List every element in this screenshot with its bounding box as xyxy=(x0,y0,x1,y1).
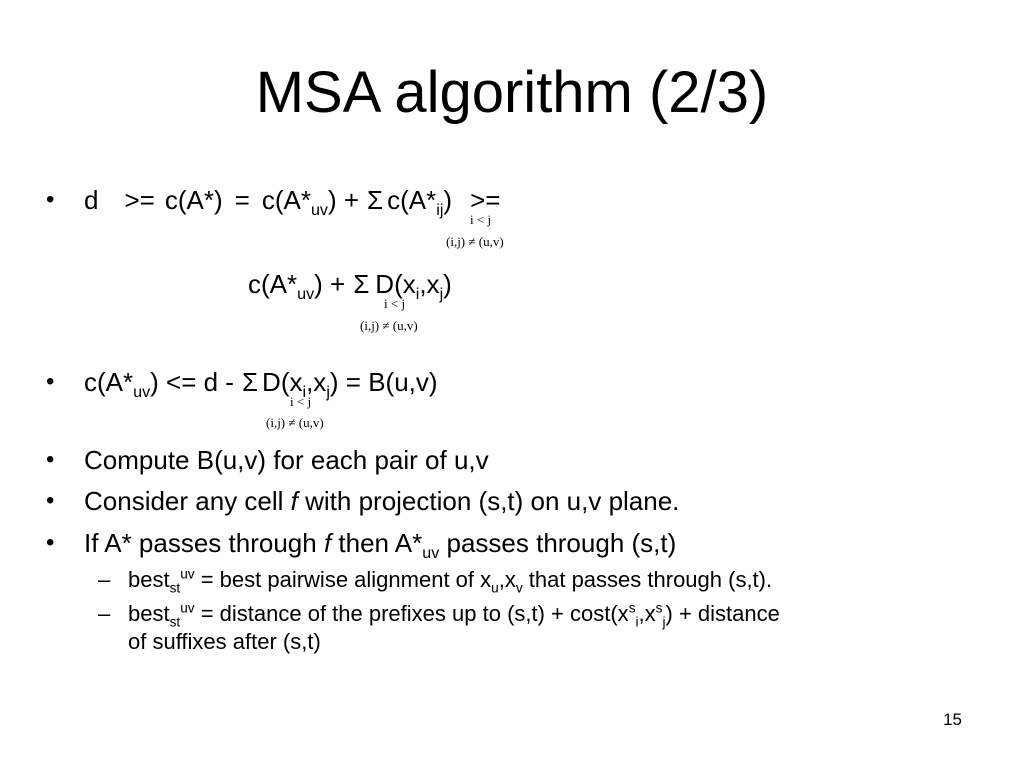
formula-rest: ) = B(u,v) xyxy=(329,367,438,397)
sub-bullet-2-text: ) + distance xyxy=(665,601,780,626)
bullet-5-text: passes through (s,t) xyxy=(439,528,677,558)
formula-distance: D(x xyxy=(262,367,303,397)
subscript-v: v xyxy=(515,580,523,596)
sigma-symbol: Σ xyxy=(241,367,259,397)
bullet-4-text: with projection (s,t) on u,v plane. xyxy=(297,486,680,516)
formula-cost-astar-uv: c(A* xyxy=(248,269,298,299)
sub-bullet-1-text: best xyxy=(128,567,170,592)
subscript-j: j xyxy=(326,383,330,402)
sigma-symbol: Σ xyxy=(353,269,370,299)
bullet-3: Compute B(u,v) for each pair of u,v xyxy=(84,445,489,475)
sub-bullet-2-text: best xyxy=(128,601,170,626)
formula-d: d xyxy=(84,185,99,215)
formula-cost-astar-uv: c(A* xyxy=(84,367,134,397)
subscript-i: i xyxy=(302,383,307,402)
bullet-marker: • xyxy=(46,529,55,556)
superscript-uv: uv xyxy=(180,600,195,616)
sub-bullet-2-text: = distance of the prefixes up to (s,t) +… xyxy=(194,601,629,626)
bullet-marker: • xyxy=(46,186,55,213)
subscript-uv: uv xyxy=(422,544,440,563)
sum-condition-ne: (i,j) ≠ (u,v) xyxy=(360,318,418,333)
sub-bullet-2-text: ,x xyxy=(638,601,656,626)
bullet-marker: • xyxy=(46,446,55,473)
bullet-5-text: If A* passes through xyxy=(84,528,324,558)
superscript-uv: uv xyxy=(180,566,195,582)
formula-ge: >= xyxy=(470,185,501,215)
formula-ge: >= xyxy=(124,185,155,215)
subscript-u: u xyxy=(491,580,499,596)
subscript-ij: ij xyxy=(436,201,444,220)
formula-plus: ) + xyxy=(327,185,360,215)
sub-bullet-1-text: ,x xyxy=(498,567,516,592)
formula-close: ) xyxy=(443,185,453,215)
subscript-i: i xyxy=(415,285,420,304)
bullet-marker: • xyxy=(46,487,55,514)
formula-cost-astar-ij: c(A* xyxy=(387,185,437,215)
sub-bullet-1: beststuv = best pairwise alignment of xu… xyxy=(128,566,773,596)
sum-condition-ne: (i,j) ≠ (u,v) xyxy=(446,234,504,249)
formula-comma: ,x xyxy=(306,367,327,397)
sub-bullet-1-text: that passes through (s,t). xyxy=(522,567,773,592)
formula-cost-astar: c(A*) xyxy=(164,185,223,215)
sum-condition-ij: i < j xyxy=(290,394,312,409)
formula-comma: ,x xyxy=(419,269,440,299)
bullet-4: Consider any cell f with projection (s,t… xyxy=(84,485,679,517)
superscript-s: s xyxy=(628,600,636,616)
formula-distance: D(x xyxy=(375,269,416,299)
formula-eq: = xyxy=(234,185,250,215)
cell-variable-f: f xyxy=(290,486,298,516)
page-number: 15 xyxy=(943,710,962,729)
sum-condition-ne: (i,j) ≠ (u,v) xyxy=(266,415,324,430)
slide-title: MSA algorithm (2/3) xyxy=(255,60,769,125)
subscript-j: j xyxy=(662,614,666,630)
subscript-uv: uv xyxy=(297,285,315,304)
sub-bullet-2-line-1: beststuv = distance of the prefixes up t… xyxy=(128,600,780,630)
formula-plus: ) + xyxy=(314,269,346,299)
subscript-uv: uv xyxy=(310,201,328,220)
formula-le: ) <= d - xyxy=(150,367,234,397)
sum-condition-ij: i < j xyxy=(384,296,406,311)
formula-close: ) xyxy=(443,269,452,299)
bullet-5-text: then A* xyxy=(331,528,423,558)
sigma-symbol: Σ xyxy=(367,185,384,215)
bullet-4-text: Consider any cell xyxy=(84,486,291,516)
sub-bullet-1-text: = best pairwise alignment of x xyxy=(194,567,492,592)
sub-bullet-marker: – xyxy=(98,567,111,592)
sub-bullet-marker: – xyxy=(98,601,111,626)
superscript-s: s xyxy=(655,600,663,616)
formula-cost-astar-uv: c(A* xyxy=(261,185,311,215)
subscript-i: i xyxy=(635,614,639,630)
subscript-st: st xyxy=(169,580,181,596)
sum-condition-ij: i < j xyxy=(470,212,492,227)
bullet-marker: • xyxy=(46,368,55,395)
subscript-uv: uv xyxy=(133,383,151,402)
subscript-j: j xyxy=(439,285,444,304)
sub-bullet-2-line-2: of suffixes after (s,t) xyxy=(128,629,321,654)
cell-variable-f: f xyxy=(323,528,332,558)
subscript-st: st xyxy=(169,614,181,630)
bullet-5: If A* passes through f then A*uv passes … xyxy=(84,527,677,563)
